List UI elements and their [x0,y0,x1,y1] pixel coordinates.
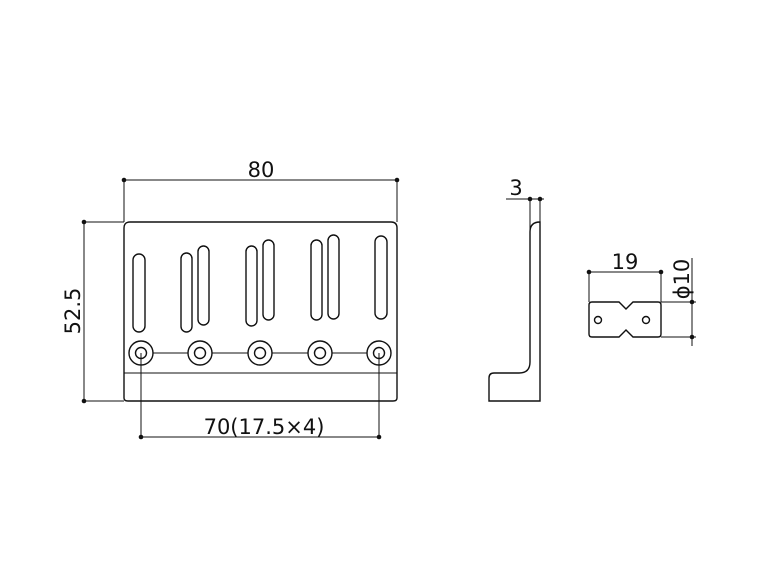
saddle-view: 19 ϕ10 [586,250,696,346]
width-label: 80 [248,158,275,182]
dimension-dot [527,196,533,202]
dimension-dot [81,398,87,404]
dimension-dot [138,434,144,440]
pitch-dimension: 70(17.5×4) [138,353,382,440]
thickness-label: 3 [509,176,522,200]
saddle-screw-hole [593,315,603,325]
slot [132,253,146,333]
mounting-hole-inner [253,346,267,360]
dimension-dot [658,269,664,275]
slot [180,252,193,333]
dimension-dot [689,299,695,305]
slot [245,245,258,327]
side-profile [488,221,541,402]
dimension-dot [81,219,87,225]
slot [197,245,210,326]
front-view: 80 52.5 70(17.5×4) [61,158,400,440]
slot [374,235,388,320]
slot-group [132,234,388,333]
saddle-length-label: 19 [612,250,639,274]
side-view: 3 [488,176,544,402]
width-dimension: 80 [121,158,400,222]
saddle-outline [588,301,662,338]
height-dimension: 52.5 [61,219,124,404]
dimension-dot [689,334,695,340]
dimension-dot [537,196,543,202]
slot [262,239,275,321]
height-label: 52.5 [61,288,85,335]
mounting-hole-inner [313,346,327,360]
pitch-label: 70(17.5×4) [204,415,325,439]
dimension-dot [376,434,382,440]
mounting-hole-inner [193,346,207,360]
dimension-dot [586,269,592,275]
saddle-screw-hole [641,315,651,325]
slot [310,239,323,321]
saddle-diameter-label: ϕ10 [670,259,694,300]
slot [327,234,340,320]
base-plate-outline [123,221,398,402]
dimension-dot [121,177,127,183]
dimension-dot [394,177,400,183]
